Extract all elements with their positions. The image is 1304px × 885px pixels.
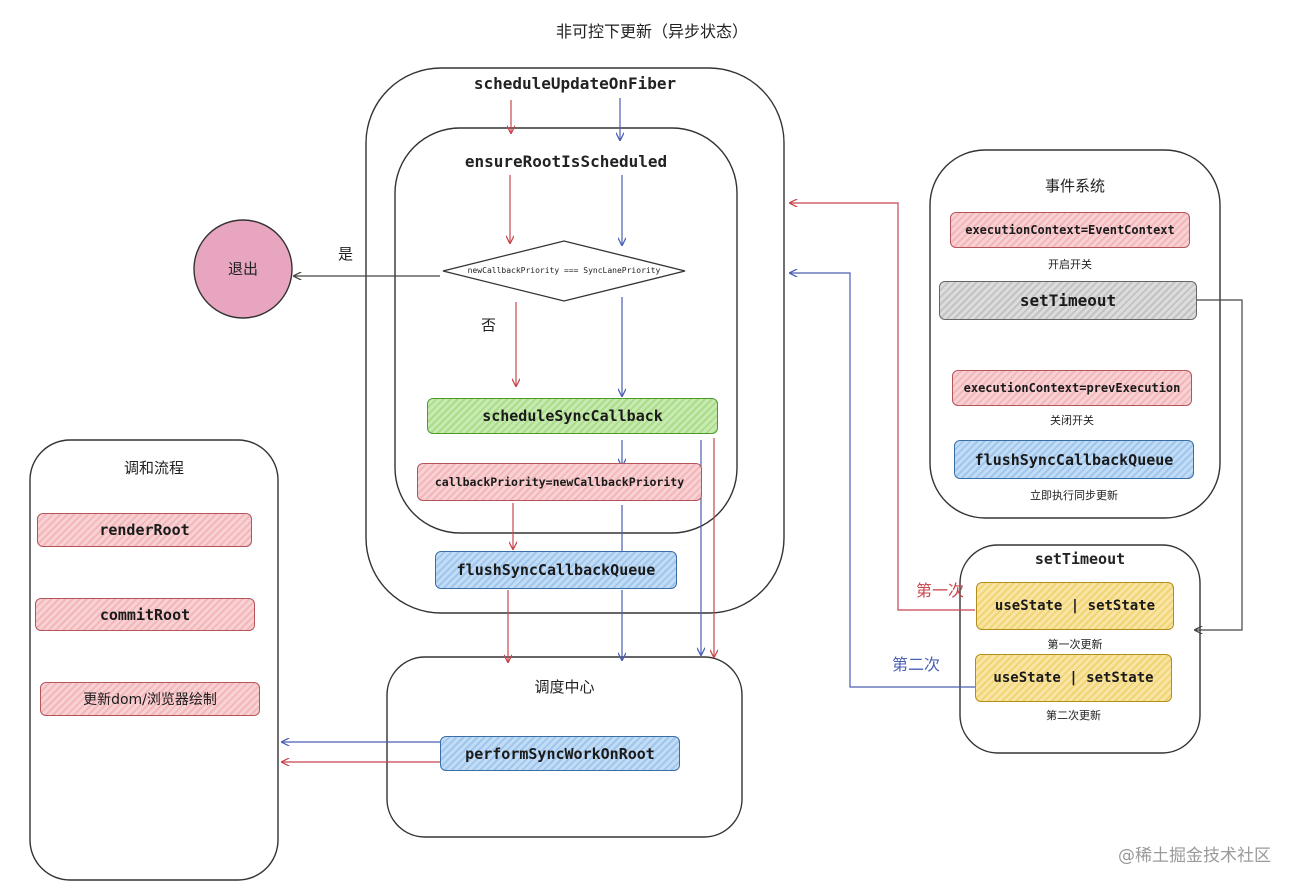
arrow-red-first [790,203,975,611]
decision-label: newCallbackPriority === SyncLanePriority [467,266,661,275]
timeout-container [959,544,1201,754]
scheduler-title: 调度中心 [534,678,595,696]
event-flush-node: flushSyncCallbackQueue [954,440,1194,479]
first-update-caption: 第一次更新 [1047,638,1103,651]
event-system-container [929,149,1221,519]
arrow-settimeout-panel [1195,299,1243,630]
event-system-title: 事件系统 [1044,177,1105,195]
second-update-node: useState | setState [975,654,1172,702]
ctx-event-node: executionContext=EventContext [950,212,1190,248]
second-update-caption: 第二次更新 [1046,709,1101,722]
perform-sync-work-node: performSyncWorkOnRoot [440,736,680,771]
no-label: 否 [481,316,497,334]
schedule-update-container [365,67,785,614]
arrow-blue-second [790,273,975,688]
render-root-node: renderRoot [37,513,252,547]
ctx-event-caption: 开启开关 [1048,258,1092,271]
decision-diamond [442,240,686,302]
ctx-prev-caption: 关闭开关 [1050,414,1094,427]
reconcile-container [29,439,279,881]
ensure-root-container [394,127,738,534]
first-path-label: 第一次 [916,581,965,600]
callback-priority-node: callbackPriority=newCallbackPriority [417,463,702,501]
event-flush-caption: 立即执行同步更新 [1030,489,1118,502]
ensure-root-title: ensureRootIsScheduled [464,152,668,171]
schedule-update-title: scheduleUpdateOnFiber [473,74,677,93]
timeout-panel-title: setTimeout [1034,550,1126,568]
exit-circle [193,219,293,319]
commit-root-node: commitRoot [35,598,255,631]
watermark: @稀土掘金技术社区 [1118,846,1271,866]
yes-label: 是 [338,245,354,263]
second-path-label: 第二次 [892,655,941,674]
event-settimeout-node: setTimeout [939,281,1197,320]
update-dom-node: 更新dom/浏览器绘制 [40,682,260,716]
flush-sync-callback-queue-node: flushSyncCallbackQueue [435,551,677,589]
scheduler-container [386,656,743,838]
ctx-prev-node: executionContext=prevExecution [952,370,1192,406]
schedule-sync-callback-node: scheduleSyncCallback [427,398,718,434]
diagram-title: 非可控下更新（异步状态） [555,22,748,41]
first-update-node: useState | setState [976,582,1174,630]
reconcile-title: 调和流程 [123,459,184,477]
exit-label: 退出 [227,260,258,278]
